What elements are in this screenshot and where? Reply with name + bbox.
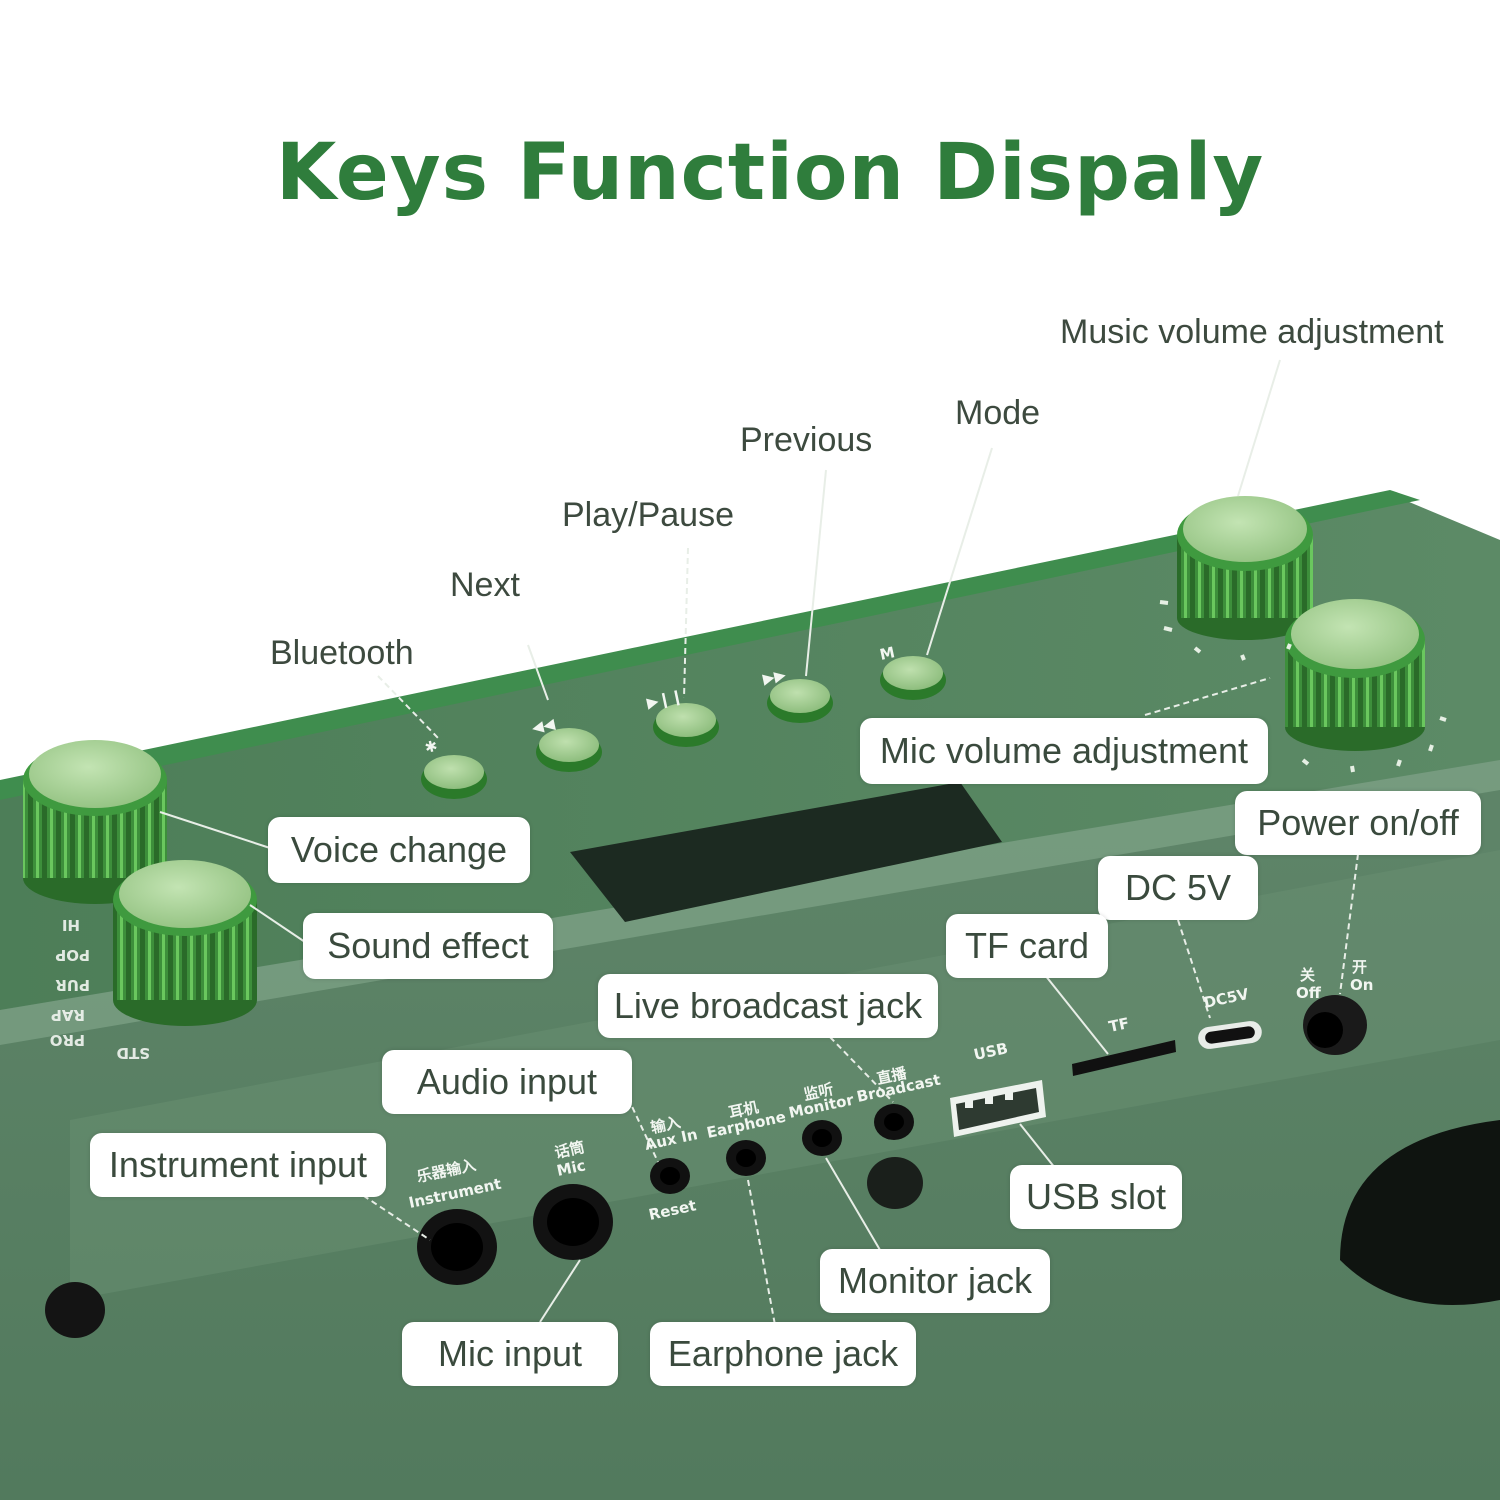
callout-dc5v: DC 5V — [1098, 856, 1258, 920]
panel-on-en: On — [1350, 976, 1373, 994]
voice-change-knob — [23, 740, 167, 904]
svg-text:HI: HI — [62, 916, 80, 934]
label-bluetooth: Bluetooth — [270, 634, 414, 672]
panel-off-en: Off — [1296, 984, 1322, 1002]
callout-instrument-input: Instrument input — [90, 1133, 386, 1197]
dc5v-leader — [1177, 919, 1211, 1019]
bluetooth-icon: ✱ — [423, 737, 439, 757]
callout-usb-slot: USB slot — [1010, 1165, 1182, 1229]
svg-text:RAP: RAP — [51, 1006, 85, 1024]
panel-mic-cn: 话筒 — [553, 1138, 586, 1162]
music-leader — [1237, 359, 1281, 497]
callout-power: Power on/off — [1235, 791, 1481, 855]
previous-icon: ▶▶ — [761, 665, 788, 688]
music-volume-knob — [1177, 496, 1313, 640]
page-title: Keys Function Dispaly — [275, 128, 1265, 218]
bluetooth-leader — [377, 675, 441, 741]
earphone-leader — [747, 1179, 776, 1326]
display-screen — [570, 782, 1002, 922]
monitor-leader — [825, 1157, 881, 1251]
previous-leader — [805, 469, 827, 677]
svg-text:STD: STD — [117, 1044, 151, 1062]
sound-effect-knob — [113, 860, 257, 1026]
svg-text:PRO: PRO — [50, 1031, 85, 1049]
front-jacks — [45, 995, 1500, 1338]
callout-tf-card: TF card — [946, 914, 1108, 978]
instrument-leader — [354, 1189, 431, 1241]
top-buttons — [421, 656, 946, 799]
mic-vol-leader — [1144, 677, 1271, 716]
callout-live-broadcast: Live broadcast jack — [598, 974, 938, 1038]
callout-earphone-jack: Earphone jack — [650, 1322, 916, 1386]
panel-on-cn: 开 — [1352, 958, 1367, 976]
tf-leader — [1044, 974, 1109, 1055]
mic-volume-knob — [1285, 599, 1425, 751]
callout-audio-input: Audio input — [382, 1050, 632, 1114]
live-leader — [829, 1036, 894, 1103]
panel-tf: TF — [1107, 1014, 1131, 1036]
label-next: Next — [450, 566, 520, 604]
power-leader — [1339, 853, 1359, 995]
next-icon: ◀◀ — [530, 714, 557, 737]
mic-leader — [539, 1259, 581, 1323]
tf-slot — [1072, 1040, 1176, 1076]
panel-earphone-cn: 耳机 — [727, 1098, 760, 1122]
mode-icon: M — [878, 643, 896, 664]
voice-leader — [159, 811, 271, 849]
svg-text:PUR: PUR — [55, 976, 90, 994]
panel-aux-cn: 输入 — [649, 1113, 682, 1137]
label-play-pause: Play/Pause — [562, 496, 734, 534]
callout-voice-change: Voice change — [268, 817, 530, 883]
svg-text:POP: POP — [55, 946, 90, 964]
label-previous: Previous — [740, 421, 873, 459]
panel-monitor-cn: 监听 — [802, 1080, 835, 1104]
panel-mic-en: Mic — [555, 1156, 587, 1180]
usb-leader — [1019, 1123, 1056, 1169]
play-leader — [683, 547, 689, 699]
callout-sound-effect: Sound effect — [303, 913, 553, 979]
callout-monitor-jack: Monitor jack — [820, 1249, 1050, 1313]
mode-leader — [926, 447, 993, 656]
callout-mic-volume: Mic volume adjustment — [860, 718, 1268, 784]
sound-leader — [249, 904, 306, 943]
callout-mic-input: Mic input — [402, 1322, 618, 1386]
label-music-volume: Music volume adjustment — [1060, 313, 1444, 351]
next-leader — [527, 644, 549, 701]
audio-leader — [627, 1097, 659, 1163]
label-mode: Mode — [955, 394, 1041, 432]
panel-off-cn: 关 — [1300, 966, 1315, 984]
